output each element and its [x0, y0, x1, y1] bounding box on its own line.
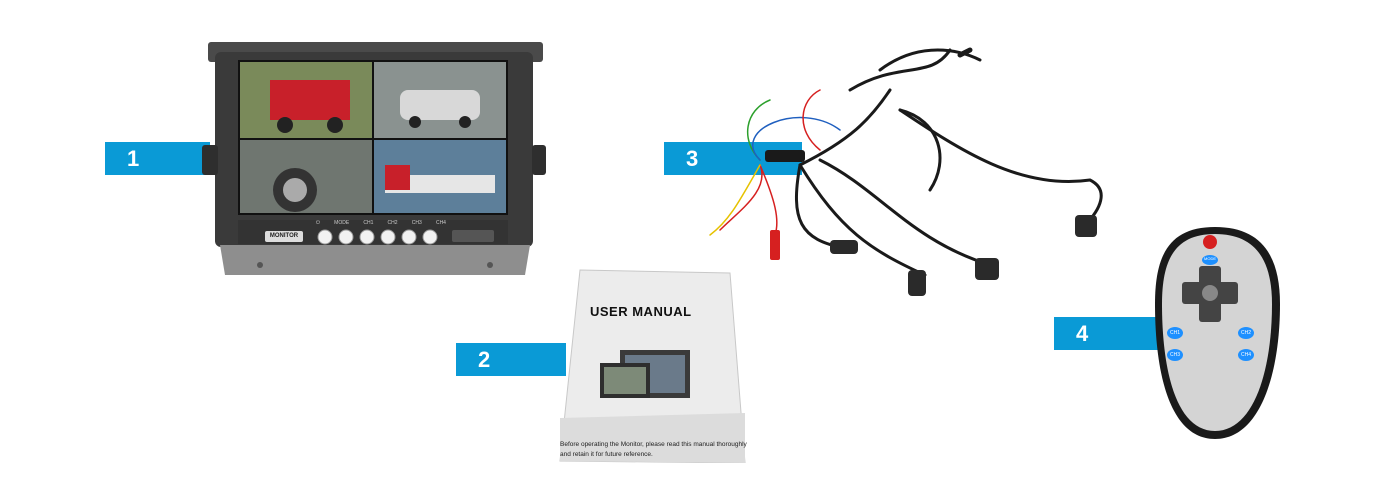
remote-btn-ch1: CH1	[1169, 330, 1180, 336]
monitor-brand-label: MONITOR	[265, 231, 303, 242]
remote-control: MODE CH1 CH2 CH3 CH4	[1150, 224, 1285, 444]
monitor-btn-label: CH1	[363, 220, 374, 226]
monitor-btn-label: CH4	[435, 220, 446, 226]
monitor-button-labels: ⏻ MODE CH1 CH2 CH3 CH4	[316, 220, 446, 226]
remote-btn-ch4: CH4	[1240, 352, 1251, 358]
remote-btn-ch2: CH2	[1240, 330, 1251, 336]
cable-harness	[700, 30, 1120, 310]
manual-footer-line2: and retain it for future reference.	[560, 451, 653, 458]
manual-footer: Before operating the Monitor, please rea…	[560, 440, 750, 460]
badge-2: 2	[456, 343, 566, 376]
monitor-btn-label: CH3	[411, 220, 422, 226]
manual-graphic	[559, 269, 746, 463]
user-manual	[555, 268, 750, 463]
quad-monitor: MONITOR ⏻ MODE CH1 CH2 CH3 CH4	[200, 40, 550, 280]
manual-title: USER MANUAL	[590, 304, 692, 319]
remote-btn-mode: MODE	[1204, 256, 1216, 261]
manual-footer-line1: Before operating the Monitor, please rea…	[560, 441, 747, 448]
remote-btn-ch3: CH3	[1169, 352, 1180, 358]
badge-1: 1	[105, 142, 210, 175]
monitor-btn-label: CH2	[387, 220, 398, 226]
monitor-btn-label: MODE	[334, 220, 350, 226]
badge-4: 4	[1054, 317, 1160, 350]
monitor-btn-label: ⏻	[316, 220, 320, 226]
monitor-graphic	[202, 42, 546, 275]
remote-graphic	[1155, 227, 1280, 439]
cables-graphic	[709, 47, 1103, 296]
